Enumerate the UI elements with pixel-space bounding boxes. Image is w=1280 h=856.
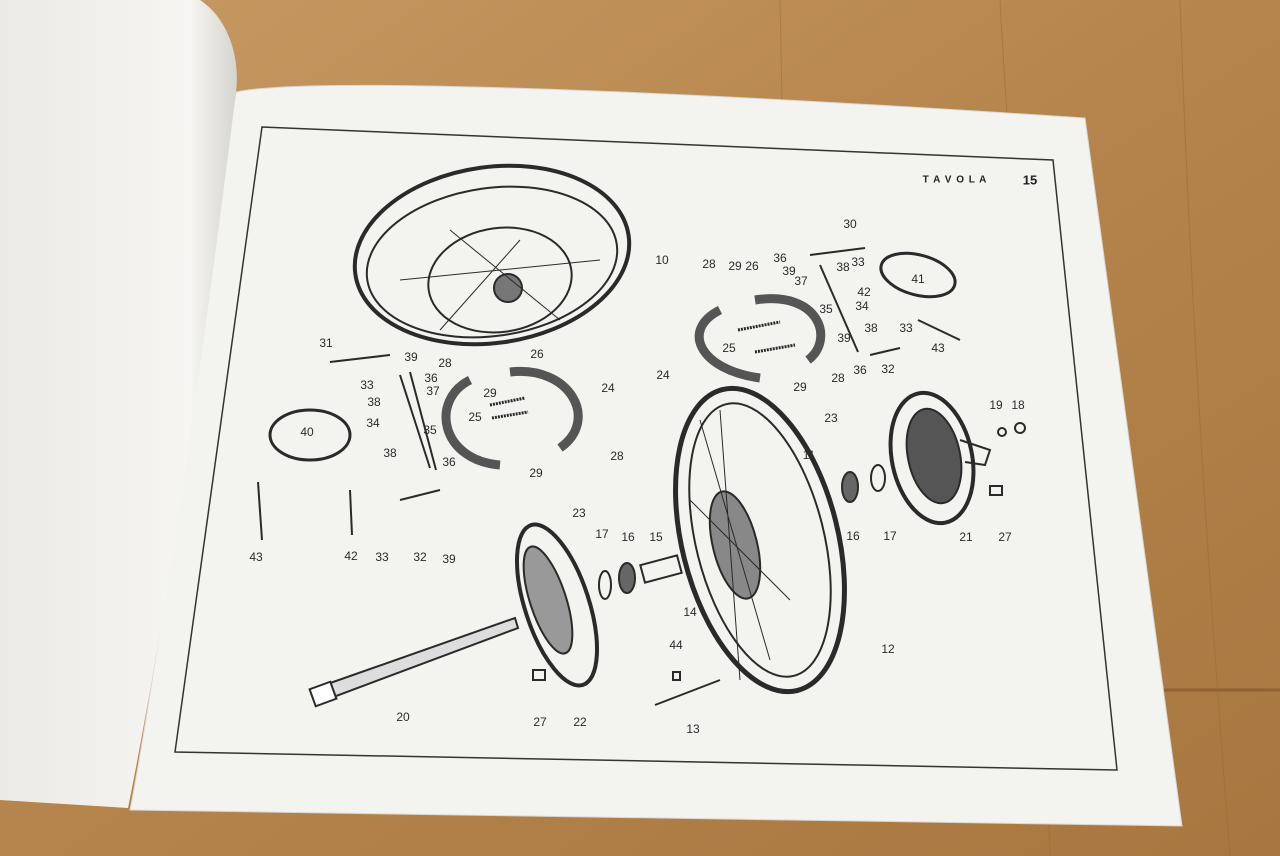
brake-shoe-right-2: [754, 294, 826, 364]
callout-label: 33: [360, 378, 374, 392]
callout-label: 40: [300, 425, 314, 439]
callout-label: 16: [846, 529, 860, 543]
brake-cable-41: [879, 251, 957, 299]
callout-label: 39: [404, 350, 418, 364]
callout-label: 29: [793, 380, 807, 394]
callout-label: 42: [344, 549, 358, 563]
brake-backplate: [888, 390, 992, 526]
callout-label: 38: [367, 395, 381, 409]
callout-label: 34: [366, 416, 380, 430]
callout-label: 23: [572, 506, 586, 520]
callout-label: 28: [438, 356, 452, 370]
callout-label: 22: [573, 715, 587, 729]
callout-label: 23: [824, 411, 838, 425]
callout-label: 32: [881, 362, 895, 376]
callout-label: 33: [851, 255, 865, 269]
callout-label: 30: [843, 217, 857, 231]
brake-hub: [514, 522, 600, 688]
callout-label: 27: [533, 715, 547, 729]
exploded-diagram: [257, 163, 1026, 708]
callout-label: 17: [883, 529, 897, 543]
callout-label: 39: [837, 331, 851, 345]
callout-label: 28: [610, 449, 624, 463]
callout-label: 36: [442, 455, 456, 469]
rear-wheel-assembly: [352, 163, 632, 347]
brake-shoe-left-2: [694, 305, 761, 383]
callout-label: 38: [836, 260, 850, 274]
callout-label: 37: [426, 384, 440, 398]
plate-number: 15: [1022, 172, 1038, 188]
callout-label: 24: [656, 368, 670, 382]
callout-label: 36: [773, 251, 787, 265]
callout-label: 10: [655, 253, 669, 267]
callout-label: 29: [529, 466, 543, 480]
plate-border: [174, 126, 1118, 771]
callout-label: 42: [857, 285, 871, 299]
callout-label: 18: [1011, 398, 1025, 412]
callout-label: 38: [864, 321, 878, 335]
callout-label: 15: [649, 530, 663, 544]
callout-label: 33: [899, 321, 913, 335]
callout-label: 44: [669, 638, 683, 652]
front-wheel-rim: [673, 385, 847, 695]
callout-label: 14: [683, 605, 697, 619]
callout-label: 27: [998, 530, 1012, 544]
callout-label: 35: [423, 423, 437, 437]
callout-label: 11: [802, 448, 816, 462]
callout-label: 37: [794, 274, 808, 288]
callout-label: 36: [853, 363, 867, 377]
callout-label: 35: [819, 302, 833, 316]
callout-label: 39: [442, 552, 456, 566]
callout-label: 17: [595, 527, 609, 541]
callout-label: 36: [424, 371, 438, 385]
callout-label: 21: [959, 530, 973, 544]
callout-label: 28: [831, 371, 845, 385]
callout-label: 26: [530, 347, 544, 361]
brake-shoe-left: [441, 375, 501, 470]
callout-label: 25: [468, 410, 482, 424]
callout-label: 16: [621, 530, 635, 544]
callout-label: 12: [881, 642, 895, 656]
callout-label: 39: [782, 264, 796, 278]
spindle: [308, 616, 520, 708]
callout-label: 28: [702, 257, 716, 271]
callout-label: 19: [989, 398, 1003, 412]
left-page: [0, 0, 237, 808]
callout-label: 13: [686, 722, 700, 736]
callout-label: 25: [722, 341, 736, 355]
brake-shoe-right: [509, 366, 583, 452]
callout-label: 29: [728, 259, 742, 273]
callout-label: 34: [855, 299, 869, 313]
callout-label: 20: [396, 710, 410, 724]
callout-label: 43: [931, 341, 945, 355]
callout-label: 38: [383, 446, 397, 460]
callout-label: 32: [413, 550, 427, 564]
callout-label: 41: [911, 272, 925, 286]
callout-label: 26: [745, 259, 759, 273]
plate-title: T A V O L A: [922, 174, 988, 186]
callout-label: 43: [249, 550, 263, 564]
brake-cable-40: [268, 408, 352, 462]
callout-label: 24: [601, 381, 615, 395]
callout-label: 29: [483, 386, 497, 400]
callout-label: 33: [375, 550, 389, 564]
callout-label: 31: [319, 336, 333, 350]
